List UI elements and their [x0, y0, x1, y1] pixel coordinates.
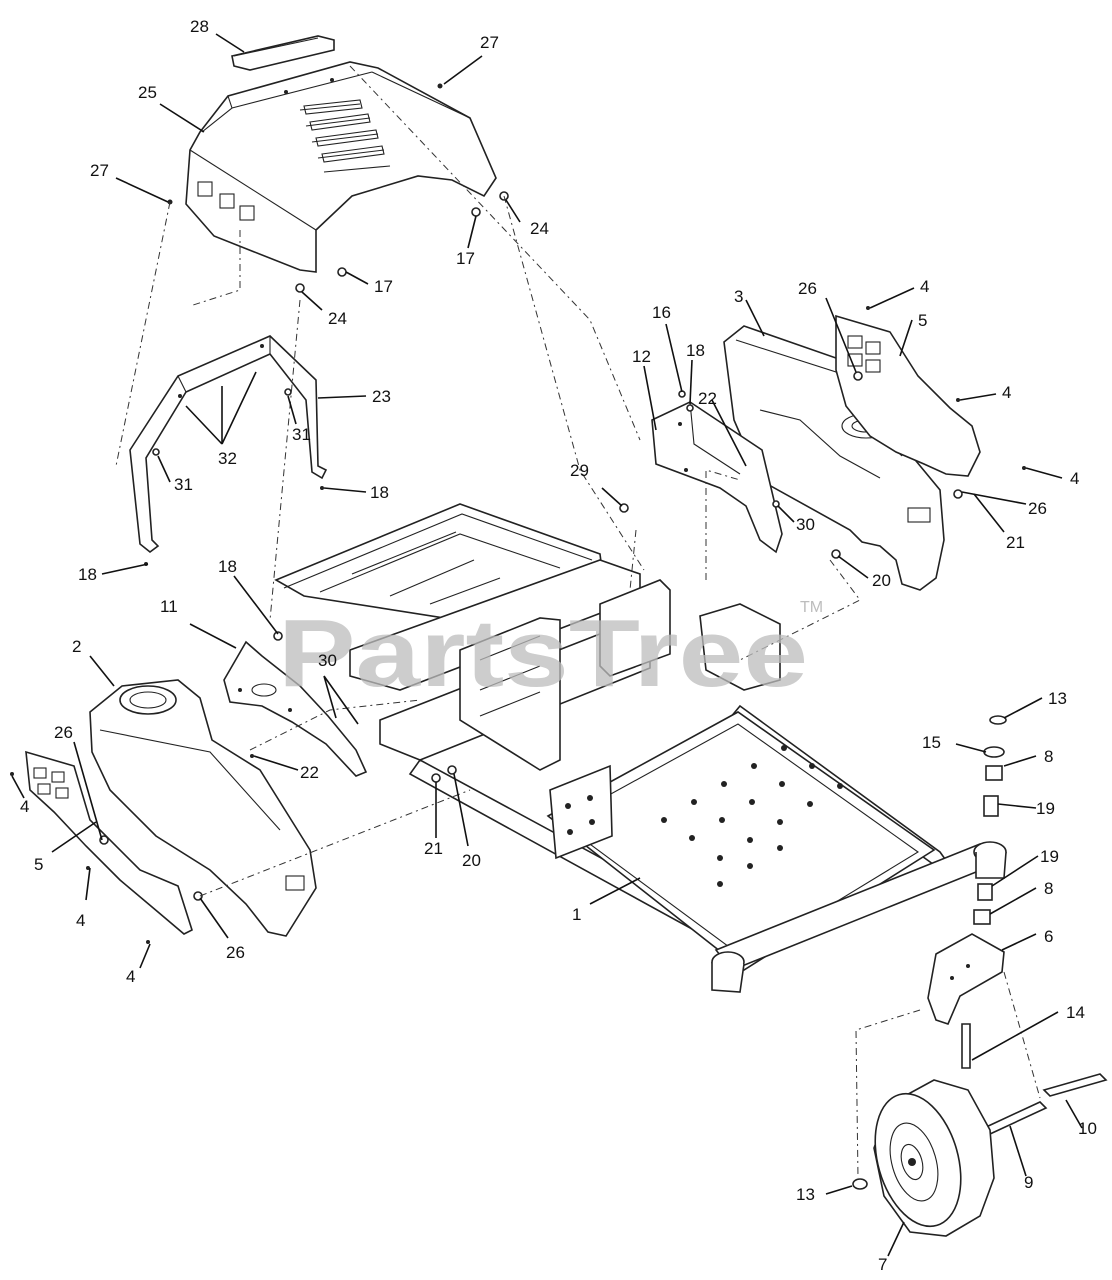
- callout-30: 30: [796, 515, 815, 534]
- callout-14: 14: [1066, 1003, 1085, 1022]
- callout-5: 5: [918, 311, 927, 330]
- callout-19: 19: [1040, 847, 1059, 866]
- callout-18: 18: [78, 565, 97, 584]
- watermark-tm: TM: [800, 599, 823, 616]
- callout-4: 4: [920, 277, 929, 296]
- callout-22: 22: [300, 763, 319, 782]
- callout-23: 23: [372, 387, 391, 406]
- part-1-main-frame: [274, 503, 1007, 993]
- part-6-caster-fork: [927, 933, 1005, 1025]
- callout-12: 12: [632, 347, 651, 366]
- callout-24: 24: [328, 309, 347, 328]
- callout-21: 21: [1006, 533, 1025, 552]
- part-23-bracket: [129, 335, 328, 554]
- callout-26: 26: [1028, 499, 1047, 518]
- callout-7: 7: [878, 1255, 887, 1274]
- callout-3: 3: [734, 287, 743, 306]
- callout-labels: 28 27 25 27 24 17 17 24 23 31 32 31 18 1…: [20, 17, 1097, 1274]
- callout-11: 11: [160, 597, 178, 616]
- callout-32: 32: [218, 449, 237, 468]
- callout-22: 22: [698, 389, 717, 408]
- callout-8: 8: [1044, 747, 1053, 766]
- part-7-wheel: [852, 1079, 995, 1237]
- callout-26: 26: [798, 279, 817, 298]
- callout-18: 18: [218, 557, 237, 576]
- callout-2: 2: [72, 637, 81, 656]
- part-28-grip: [231, 35, 335, 71]
- callout-25: 25: [138, 83, 157, 102]
- part-25-hood: [185, 61, 497, 273]
- callout-27: 27: [90, 161, 109, 180]
- callout-31: 31: [174, 475, 193, 494]
- callout-4: 4: [126, 967, 135, 986]
- callout-31: 31: [292, 425, 311, 444]
- part-11-bracket: [223, 640, 368, 777]
- callout-26: 26: [54, 723, 73, 742]
- footplate-holes: [661, 745, 843, 887]
- callout-13: 13: [796, 1185, 815, 1204]
- callout-27: 27: [480, 33, 499, 52]
- callout-15: 15: [922, 733, 941, 752]
- leader-lines: [11, 33, 1083, 1257]
- callout-21: 21: [424, 839, 443, 858]
- part-2-left-tank: [89, 679, 317, 937]
- watermark: PartsTree: [278, 600, 808, 707]
- callout-8: 8: [1044, 879, 1053, 898]
- callout-13: 13: [1048, 689, 1067, 708]
- callout-18: 18: [686, 341, 705, 360]
- callout-4: 4: [1002, 383, 1011, 402]
- callout-20: 20: [872, 571, 891, 590]
- callout-29: 29: [570, 461, 589, 480]
- callout-20: 20: [462, 851, 481, 870]
- callout-24: 24: [530, 219, 549, 238]
- callout-30: 30: [318, 651, 337, 670]
- callout-19: 19: [1036, 799, 1055, 818]
- callout-1: 1: [572, 905, 581, 924]
- part-5-left-panel: [25, 750, 193, 935]
- part-spindle-stack: [973, 715, 1007, 925]
- callout-16: 16: [652, 303, 671, 322]
- callout-5: 5: [34, 855, 43, 874]
- fasteners: [10, 83, 1026, 944]
- callout-4: 4: [1070, 469, 1079, 488]
- callout-9: 9: [1024, 1173, 1033, 1192]
- callout-6: 6: [1044, 927, 1053, 946]
- callout-10: 10: [1078, 1119, 1097, 1138]
- callout-17: 17: [456, 249, 475, 268]
- part-5-right-panel: [835, 314, 981, 477]
- callout-26: 26: [226, 943, 245, 962]
- callout-28: 28: [190, 17, 209, 36]
- callout-4: 4: [76, 911, 85, 930]
- assembly-centerlines: [115, 65, 1041, 1179]
- callout-17: 17: [374, 277, 393, 296]
- callout-4: 4: [20, 797, 29, 816]
- callout-18: 18: [370, 483, 389, 502]
